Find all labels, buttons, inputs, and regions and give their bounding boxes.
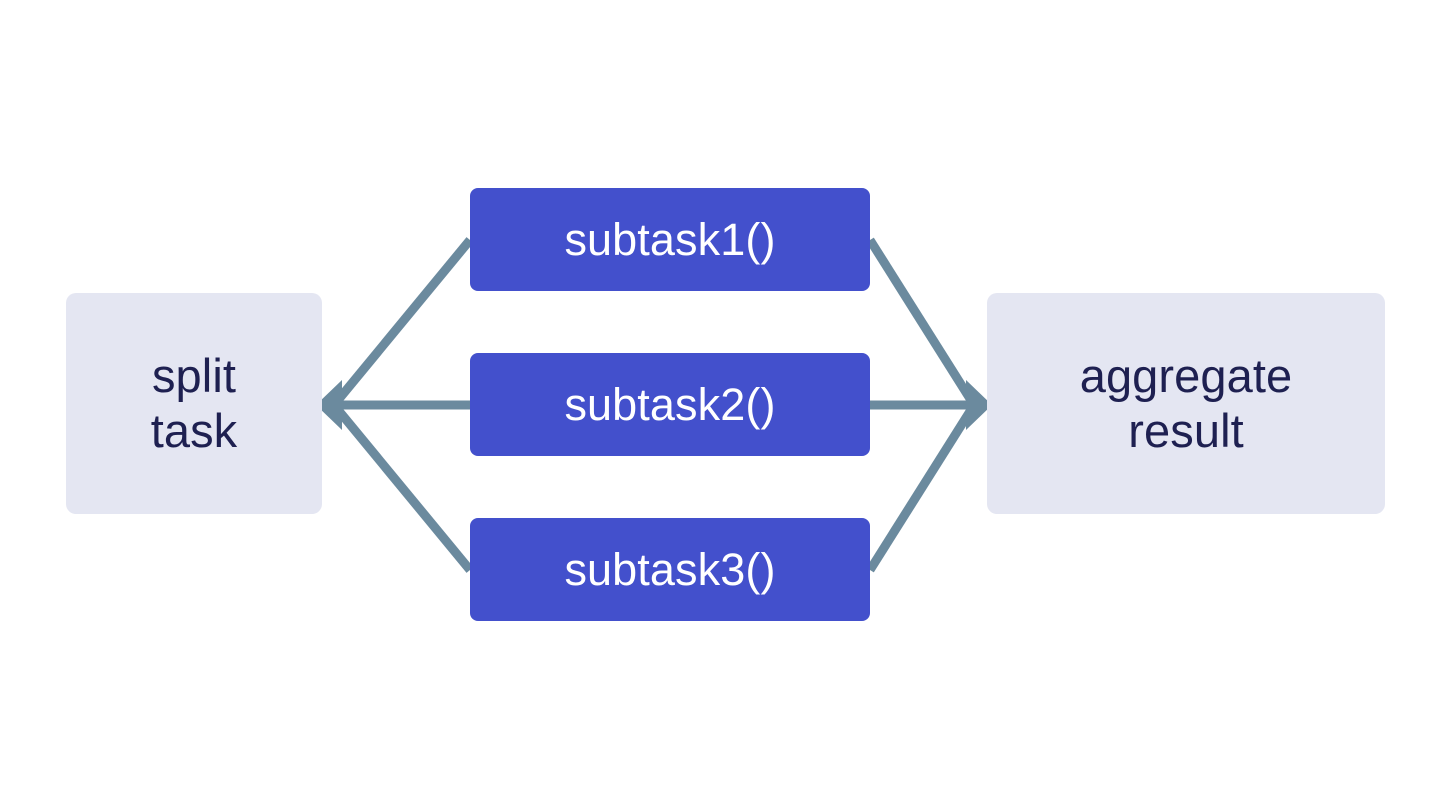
node-subtask-3[interactable]: subtask3() [470,518,870,621]
node-subtask-1-label: subtask1() [564,214,776,265]
node-split-task[interactable]: split task [66,293,322,514]
edge-group-right-fan [866,237,992,573]
arrowhead-left-icon [316,380,342,430]
node-aggregate-result-label: aggregate result [1079,348,1293,457]
edge-split-to-subtask3 [330,402,474,573]
edge-group-left-fan [316,237,474,573]
node-split-task-label: split task [150,348,238,457]
node-subtask-3-label: subtask3() [564,544,776,595]
arrowhead-right-icon [966,380,992,430]
edge-split-to-subtask1 [330,237,474,408]
edge-subtask3-to-aggregate [866,402,978,573]
node-aggregate-result[interactable]: aggregate result [987,293,1385,514]
node-subtask-2[interactable]: subtask2() [470,353,870,456]
node-subtask-1[interactable]: subtask1() [470,188,870,291]
edge-subtask1-to-aggregate [866,237,978,408]
node-subtask-2-label: subtask2() [564,379,776,430]
